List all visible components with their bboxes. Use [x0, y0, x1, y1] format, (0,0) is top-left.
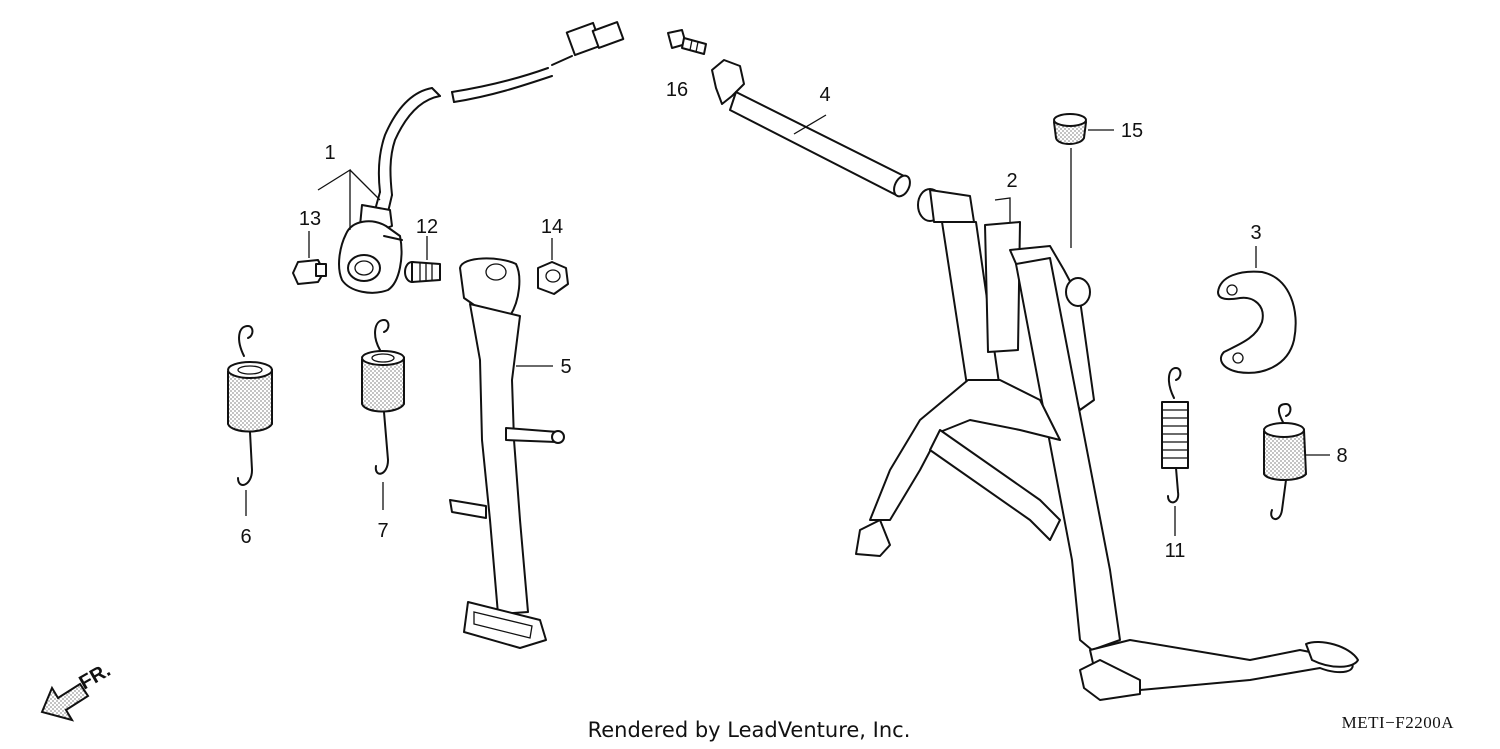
spring-7: 8	[1263, 403, 1348, 520]
bolt-16: 16	[666, 29, 707, 101]
plate-3: 3	[1217, 222, 1297, 374]
callout-1: 1	[317, 142, 381, 230]
svg-text:4: 4	[819, 84, 830, 106]
spring-11: 11	[1161, 367, 1189, 562]
shaft-4: 4	[711, 59, 911, 198]
svg-text:5: 5	[560, 356, 571, 378]
nut-14: 14	[537, 216, 569, 295]
svg-text:11: 11	[1165, 540, 1186, 562]
spring-6: 6	[227, 325, 273, 548]
bolt-12: 12	[404, 216, 441, 283]
svg-text:7: 7	[377, 520, 388, 542]
spring-8: 7	[361, 319, 405, 542]
svg-text:12: 12	[416, 216, 438, 238]
nut-13: 13	[292, 208, 327, 285]
svg-text:13: 13	[299, 208, 321, 230]
svg-text:2: 2	[1006, 170, 1017, 192]
main-stand-2: 2	[855, 170, 1359, 701]
side-stand-5: 5	[449, 257, 572, 649]
svg-text:14: 14	[541, 216, 563, 238]
front-direction-arrow: FR.	[40, 659, 114, 722]
render-credit: Rendered by LeadVenture, Inc.	[588, 718, 911, 742]
diagram-code: METI−F2200A	[1342, 713, 1455, 732]
svg-text:6: 6	[240, 526, 251, 548]
svg-text:1: 1	[324, 142, 335, 164]
svg-text:15: 15	[1121, 120, 1143, 142]
svg-text:16: 16	[666, 79, 688, 101]
side-stand-switch	[338, 21, 625, 294]
svg-text:3: 3	[1250, 222, 1261, 244]
cap-15: 15	[1052, 113, 1143, 248]
svg-text:8: 8	[1336, 445, 1347, 467]
